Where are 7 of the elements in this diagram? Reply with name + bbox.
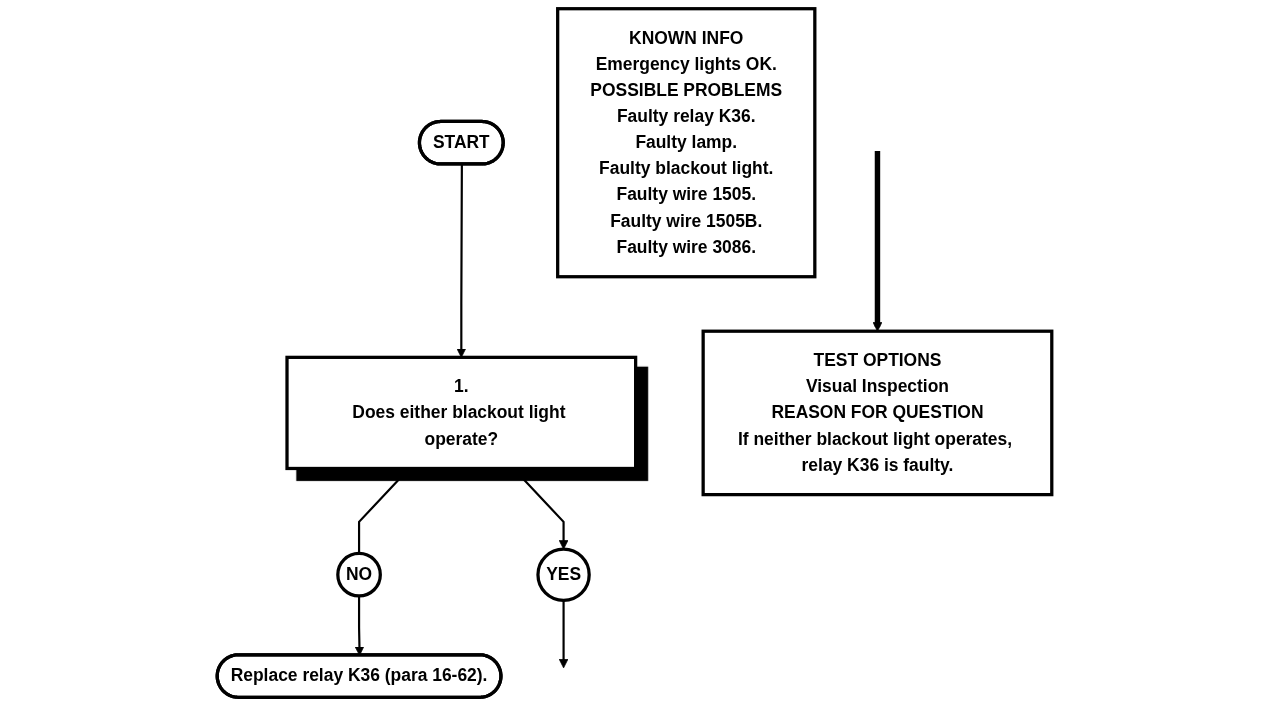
node-circle: YES [536,547,591,602]
arrow [456,164,467,358]
node-box: KNOWN INFO Emergency lights OK. POSSIBLE PROBLEMS Faulty relay K36. Faulty lamp. Faulty blackout light. Faulty wire 1505. Faulty wire 1505B. Faulty wire 3086. [556,7,817,279]
arrow [872,150,883,332]
node-circle: NO [336,551,382,598]
node-box: TEST OPTIONS Visual Inspection REASON FOR QUESTION If neither blackout light operates, relay K36 is faulty. [701,329,1054,497]
arrow [558,600,569,669]
